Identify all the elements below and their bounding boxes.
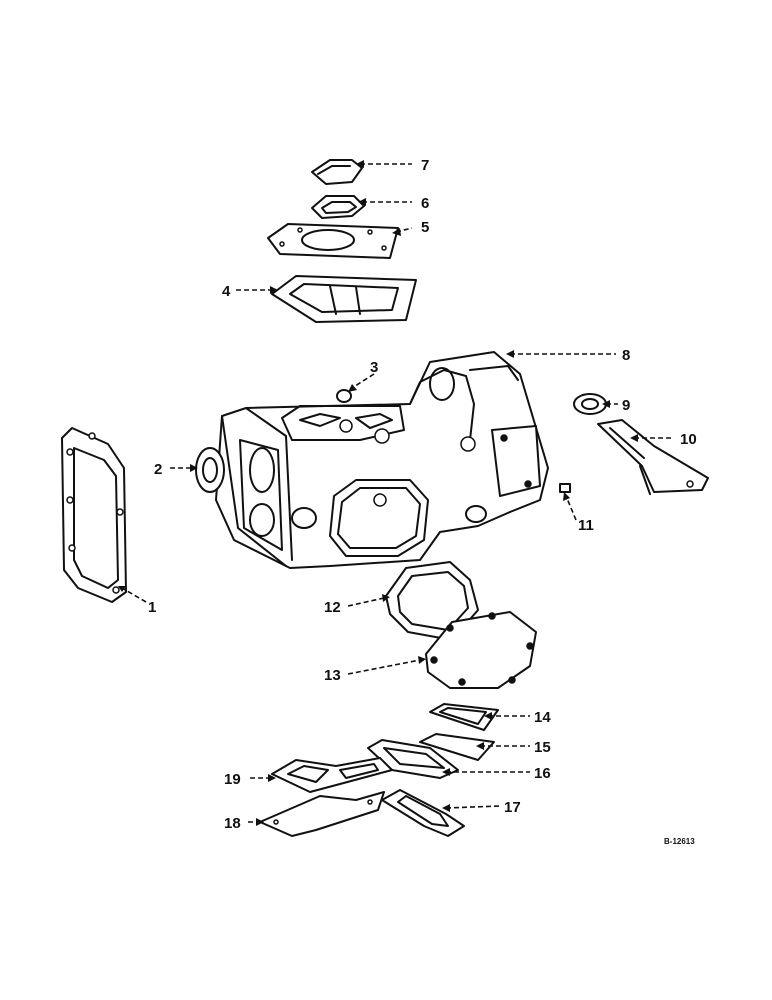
callout-19: 19 — [224, 771, 241, 788]
callout-16: 16 — [534, 765, 551, 782]
callout-2: 2 — [154, 461, 162, 478]
part-4-gasket — [271, 275, 417, 323]
part-2-seal — [195, 447, 225, 493]
part-19-plate — [271, 757, 393, 793]
part-17-gasket — [381, 789, 465, 837]
part-1-gasket — [61, 427, 127, 603]
callout-8: 8 — [622, 347, 630, 364]
part-18-plate — [259, 791, 385, 837]
part-5-plate — [267, 223, 399, 259]
callout-6: 6 — [421, 195, 429, 212]
callout-13: 13 — [324, 667, 341, 684]
callout-9: 9 — [622, 397, 630, 414]
callout-1: 1 — [148, 599, 156, 616]
part-7-cover — [311, 159, 363, 185]
part-10-bracket — [597, 419, 709, 495]
callout-10: 10 — [680, 431, 697, 448]
callout-17: 17 — [504, 799, 521, 816]
leader-lines — [118, 160, 674, 826]
callout-12: 12 — [324, 599, 341, 616]
part-3-nut — [336, 389, 352, 403]
callout-18: 18 — [224, 815, 241, 832]
transmission-housing — [215, 351, 549, 569]
callout-11: 11 — [578, 517, 594, 534]
callout-7: 7 — [421, 157, 429, 174]
callout-4: 4 — [222, 283, 231, 300]
part-15-plate — [419, 733, 495, 761]
part-14-gasket — [429, 703, 499, 731]
part-6-gasket — [311, 195, 365, 219]
part-13-cover — [425, 611, 537, 689]
figure-reference: B-12613 — [664, 837, 695, 846]
callout-14: 14 — [534, 709, 551, 726]
callout-5: 5 — [421, 219, 429, 236]
part-9-seal — [573, 393, 607, 415]
callout-3: 3 — [370, 359, 378, 376]
callout-15: 15 — [534, 739, 551, 756]
part-11-pin — [559, 483, 571, 493]
